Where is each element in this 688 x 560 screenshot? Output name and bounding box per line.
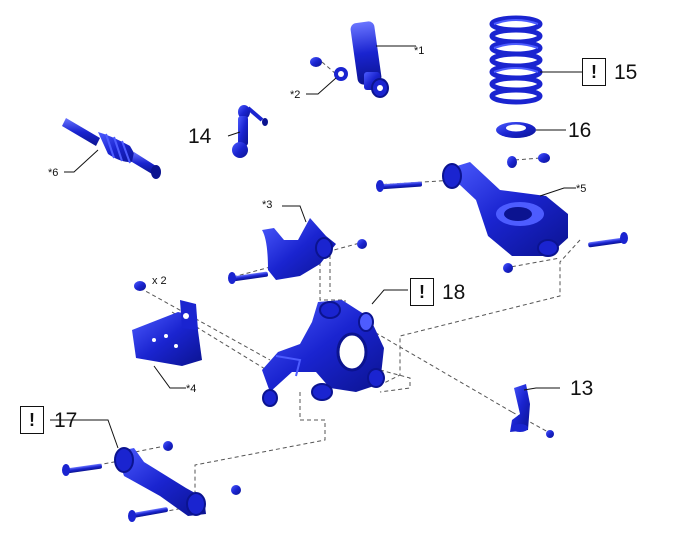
nut-washer	[310, 57, 348, 81]
ref-label-1: *1	[414, 45, 425, 57]
lower-arm-fasteners	[62, 441, 241, 522]
upper-arm-fasteners	[376, 153, 628, 273]
shock-absorber	[350, 21, 389, 98]
axle-carrier-knuckle	[262, 300, 385, 407]
stabilizer-link	[232, 105, 268, 158]
part-number-13: 13	[570, 377, 594, 400]
part-number-15: 15	[614, 61, 638, 84]
drive-shaft	[62, 118, 161, 179]
ref-label-4: *4	[186, 383, 197, 395]
toe-arm-bracket	[262, 218, 336, 280]
leader-lines	[50, 45, 582, 449]
ref-label-5: *5	[576, 183, 587, 195]
part-number-18: 18	[442, 281, 466, 304]
warning-box-18: !	[410, 278, 434, 306]
part-number-14: 14	[188, 125, 212, 148]
coil-spring	[489, 15, 543, 105]
warning-box-17: !	[20, 406, 44, 434]
ref-label-2: *2	[290, 89, 301, 101]
part-number-16: 16	[568, 119, 592, 142]
sensor-bracket	[510, 384, 554, 438]
lateral-link-bolt	[134, 281, 146, 291]
ref-label-3: *3	[262, 199, 273, 211]
ref-label-6: *6	[48, 167, 59, 179]
bracket-fasteners	[228, 239, 367, 284]
part-number-17: 17	[54, 409, 78, 432]
warning-box-15: !	[582, 58, 606, 86]
spring-insulator	[496, 122, 536, 138]
coil-spring-shading	[493, 19, 539, 73]
lower-arm	[114, 447, 206, 516]
lower-lateral-link	[132, 300, 202, 366]
quantity-label: x 2	[152, 275, 167, 287]
upper-control-arm	[442, 162, 568, 257]
